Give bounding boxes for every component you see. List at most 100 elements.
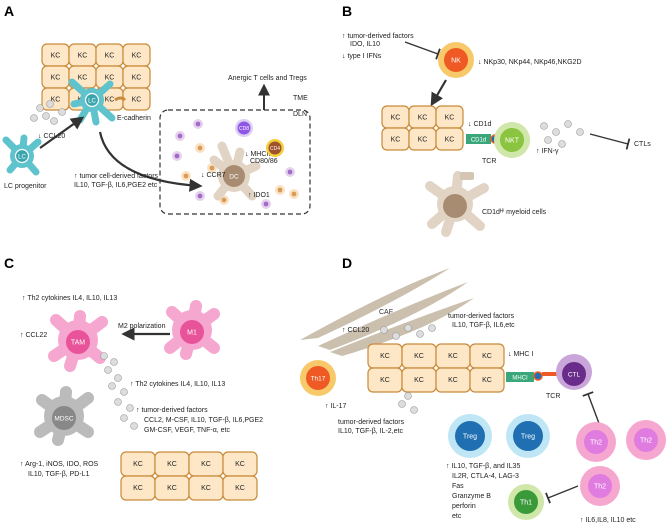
d-il17: ↑ IL-17 [325, 403, 347, 410]
c-tf-2: CCL2, M-CSF, IL10, TGF-β, IL6,PGE2 [144, 417, 263, 424]
mdsc-cell: MDSC [34, 386, 94, 446]
ifng-label: ↑ IFN-γ [536, 148, 559, 155]
inhibit-ctls [589, 133, 631, 150]
e-cadherin-label: E-cadherin [117, 115, 151, 122]
tme-label: TME [293, 95, 308, 102]
mhci-bar-label: MHCI [512, 376, 528, 382]
svg-text:KC: KC [132, 75, 142, 82]
th1-cell: Th1 [508, 484, 544, 520]
th2-factors: ↑ IL6,IL8, IL10 etc [580, 517, 636, 524]
c-tf-3: GM-CSF, VEGF, TNF-α, etc [144, 427, 230, 434]
cd1d-down: ↓ CD1d [468, 121, 491, 128]
svg-text:KC: KC [78, 53, 88, 60]
arrow-lc-to-dln [98, 131, 203, 192]
nk-cell: NK [438, 42, 474, 78]
kc-cell: KC [154, 475, 190, 501]
tumor-factors-a-1: ↑ tumor cell-derived factors [74, 173, 159, 180]
svg-text:KC: KC [380, 377, 390, 384]
th17-cell: Th17 [300, 360, 336, 396]
kc-cell: KC [367, 367, 403, 393]
kc-cell: KC [408, 105, 437, 129]
caf-label: CAF [379, 309, 393, 316]
svg-text:KC: KC [201, 485, 211, 492]
c-tf-1: ↑ tumor-derived factors [136, 407, 208, 414]
kc-cell: KC [188, 451, 224, 477]
tumor-factors-a-2: IL10, TGF-β, IL6,PGE2 etc [74, 182, 158, 189]
kc-cell: KC [401, 343, 437, 369]
svg-text:CD8: CD8 [239, 126, 249, 132]
anergic-label: Anergic T cells and Tregs [228, 75, 307, 82]
cd80-86-label: CD80/86 [250, 158, 278, 165]
svg-text:KC: KC [51, 75, 61, 82]
svg-text:KC: KC [448, 377, 458, 384]
ido1-label: ↑ IDO1 [248, 192, 270, 199]
myeloid-cell [425, 171, 489, 237]
kc-cell: KC [408, 127, 437, 151]
d-tf-1: tumor-derived factors [448, 313, 515, 320]
tcr-label-b: TCR [482, 158, 496, 165]
svg-text:CTL: CTL [568, 372, 581, 379]
panel-a: A KC KC KC KC KC KC KC KC KC KC KC KC LC… [2, 3, 311, 215]
lymph-dots [172, 119, 299, 209]
arrow-progenitor-to-lc [39, 116, 85, 149]
svg-text:KC: KC [448, 353, 458, 360]
c-arg-1: ↑ Arg-1, iNOS, IDO, ROS [20, 461, 99, 468]
kc-cell: KC [435, 343, 471, 369]
d-mhci-down: ↓ MHC I [508, 351, 533, 358]
svg-text:DC: DC [229, 174, 239, 181]
m2-label: M2 polarization [118, 323, 166, 330]
cd8-cell: CD8 [235, 119, 253, 137]
panel-d-letter: D [342, 255, 352, 271]
tcr-label-d: TCR [546, 393, 560, 400]
inhibit-nk [404, 41, 441, 60]
lc-progenitor-cell: LC [2, 134, 42, 176]
d-tf2-2: IL10, TGF-β, IL-2,etc [338, 428, 403, 435]
kc-cell: KC [95, 43, 124, 67]
inhibit-ctl [582, 391, 601, 427]
dln-label: DLN [293, 111, 307, 118]
inhibit-th1 [545, 485, 579, 504]
lc-progenitor-label: LC progenitor [4, 183, 47, 190]
svg-text:KC: KC [167, 461, 177, 468]
treg-factors-1: ↑ IL10, TGF-β, and IL35 [446, 463, 520, 470]
svg-text:KC: KC [391, 137, 401, 144]
kc-cell: KC [122, 87, 151, 111]
dln-box [159, 109, 311, 215]
ctl-cell: CTL [556, 354, 592, 390]
ccl22-dots [100, 352, 138, 430]
cd4-cell: CD4 [266, 139, 284, 157]
treg-factors-5: perforin [452, 503, 476, 510]
th2-cell: Th2 [580, 466, 620, 506]
svg-text:KC: KC [167, 485, 177, 492]
treg-cell: Treg [506, 414, 550, 458]
panel-c-letter: C [4, 255, 14, 271]
kc-cell: KC [222, 451, 258, 477]
kc-cell: KC [381, 105, 410, 129]
kc-cell: KC [120, 475, 156, 501]
kc-cell: KC [401, 367, 437, 393]
svg-text:TAM: TAM [71, 340, 85, 347]
treg-factors-3: Fas [452, 483, 464, 490]
panel-c: C ↑ Th2 cytokines IL4, IL10, IL13 ↑ CCL2… [4, 255, 263, 501]
kc-cell: KC [469, 367, 505, 393]
kc-cell: KC [435, 367, 471, 393]
cd1d-bar [466, 134, 491, 144]
c-th2-1: ↑ Th2 cytokines IL4, IL10, IL13 [22, 295, 117, 302]
svg-text:Th17: Th17 [311, 376, 326, 383]
ccl20-dots-a [30, 100, 66, 125]
ccr7-label: ↓ CCR7 [201, 172, 226, 179]
lc-cell-epidermis: LC [68, 78, 116, 126]
ctls-label: CTLs [634, 141, 651, 148]
svg-text:KC: KC [51, 97, 61, 104]
svg-text:KC: KC [235, 461, 245, 468]
svg-text:KC: KC [418, 137, 428, 144]
d-dots-top [380, 324, 436, 340]
treg-factors-6: etc [452, 513, 462, 520]
svg-text:Treg: Treg [521, 434, 535, 441]
svg-text:KC: KC [132, 53, 142, 60]
kc-cell: KC [188, 475, 224, 501]
kc-cell: KC [222, 475, 258, 501]
nkt-cell: NKT [494, 122, 530, 158]
svg-text:NK: NK [451, 58, 461, 65]
panel-d: D CAF ↑ CCL20 tumor-derived factors IL10… [300, 255, 666, 524]
